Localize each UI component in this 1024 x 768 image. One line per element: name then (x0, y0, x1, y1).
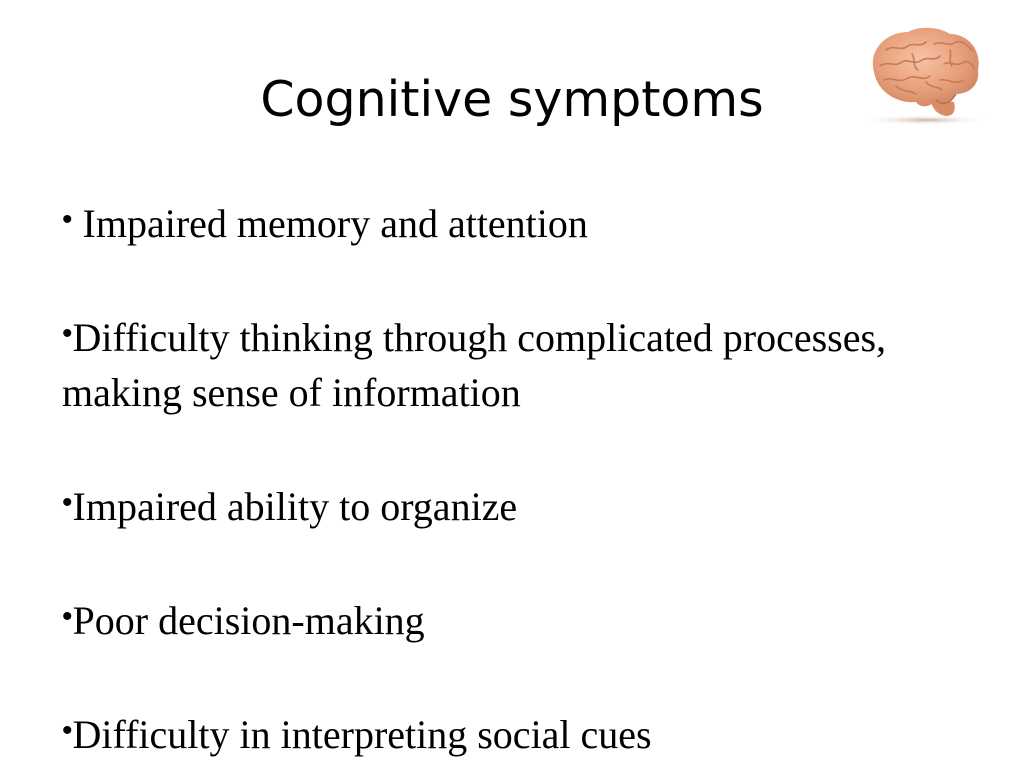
bullet-dot: • (62, 714, 73, 747)
bullet-item: •Difficulty thinking through complicated… (62, 306, 962, 420)
bullet-text: Difficulty thinking through complicated … (62, 315, 887, 415)
bullet-item: •Poor decision-making (62, 589, 962, 648)
bullet-item: • Impaired memory and attention (62, 192, 962, 251)
slide-title: Cognitive symptoms (260, 71, 764, 128)
brain-icon (862, 27, 990, 125)
bullet-dot: • (62, 600, 73, 633)
bullet-dot: • (62, 486, 73, 519)
bullet-text: Poor decision-making (72, 598, 425, 643)
bullet-dot: • (62, 317, 73, 350)
bullet-item: •Difficulty in interpreting social cues (62, 703, 962, 762)
bullet-list: • Impaired memory and attention •Difficu… (62, 192, 962, 762)
bullet-text: Impaired ability to organize (72, 484, 518, 529)
bullet-item: •Impaired ability to organize (62, 475, 962, 534)
bullet-text: Impaired memory and attention (72, 201, 588, 246)
bullet-text: Difficulty in interpreting social cues (72, 712, 652, 757)
bullet-dot: • (62, 203, 73, 236)
